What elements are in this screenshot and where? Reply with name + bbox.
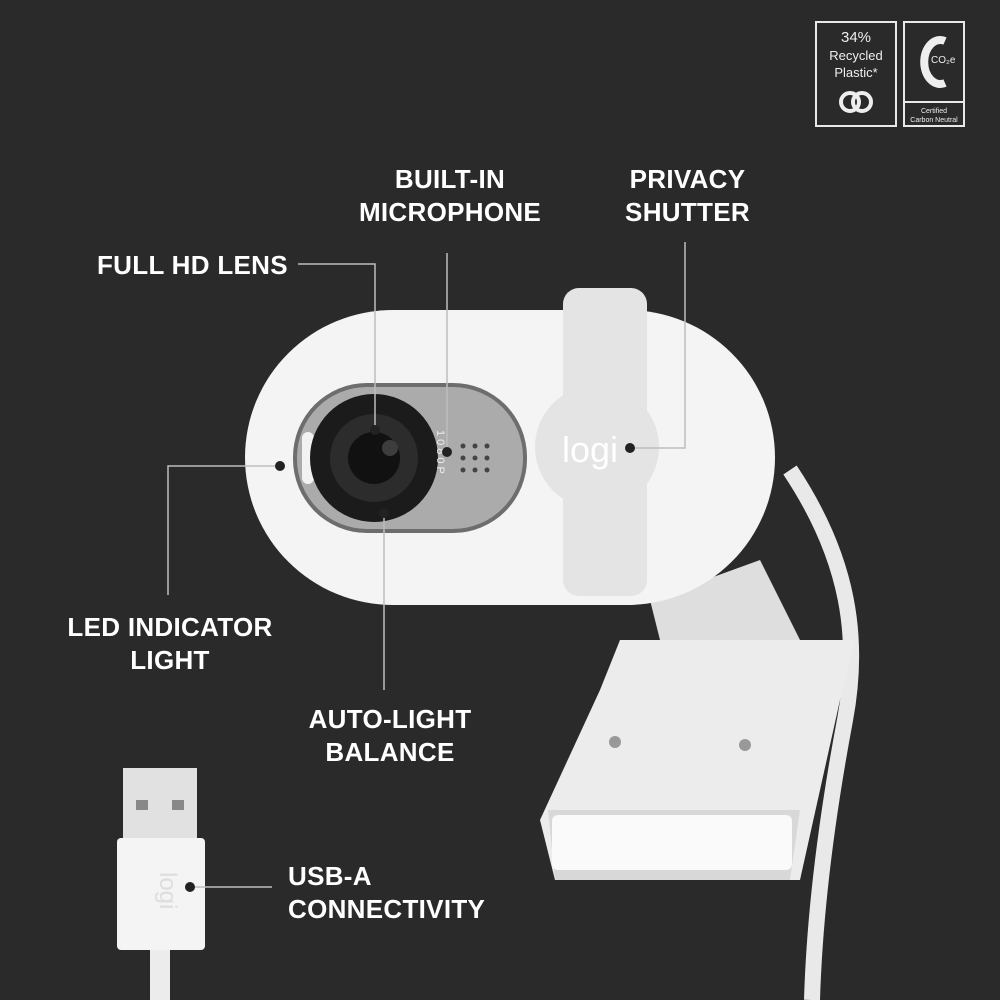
callout-line: BUILT-IN: [394, 164, 506, 194]
badge-text: Certified: [920, 108, 948, 115]
co2e-text: CO₂e: [931, 55, 956, 66]
resolution-mark: 1080P: [434, 430, 446, 477]
callout-lines: [167, 242, 686, 888]
usb-logi-logo: logi: [154, 872, 181, 909]
badge-text: Recycled: [829, 48, 883, 63]
stand-hinge: [650, 560, 800, 640]
badge-text: Carbon Neutral: [910, 117, 958, 124]
callout-dots: [185, 425, 635, 892]
callout-led-indicator: LED INDICATOR LIGHT: [55, 611, 285, 677]
usb-connector: [123, 768, 197, 840]
led-indicator: [302, 432, 314, 484]
logi-logo: logi: [562, 429, 618, 470]
callout-line: CONNECTIVITY: [288, 894, 486, 924]
usb-body: [117, 838, 205, 950]
badge-text: 34%: [840, 29, 872, 46]
callout-line: MICROPHONE: [358, 197, 542, 227]
callout-line: PRIVACY: [629, 164, 746, 194]
carbon-icon: CO₂e: [905, 23, 963, 103]
callout-auto-light: AUTO-LIGHT BALANCE: [290, 703, 490, 769]
callout-line: SHUTTER: [625, 197, 750, 227]
badge-text: Plastic*: [834, 65, 878, 80]
callout-line: AUTO-LIGHT: [308, 704, 472, 734]
cable: [783, 465, 860, 1000]
carbon-neutral-badge: CO₂e Certified Carbon Neutral: [903, 21, 965, 127]
recycled-plastic-badge: 34% Recycled Plastic*: [815, 21, 897, 127]
callout-full-hd-lens: FULL HD LENS: [97, 250, 288, 280]
recycle-icon: [839, 91, 873, 113]
microphone-holes: [460, 443, 490, 473]
callout-line: LIGHT: [130, 645, 210, 675]
callout-usb: USB-A CONNECTIVITY: [288, 860, 485, 926]
callout-microphone: BUILT-IN MICROPHONE: [340, 163, 560, 229]
callout-line: BALANCE: [325, 737, 455, 767]
callout-line: USB-A: [288, 861, 372, 891]
c-arrow-icon: [920, 36, 947, 88]
callout-privacy-shutter: PRIVACY SHUTTER: [600, 163, 775, 229]
callout-line: LED INDICATOR: [67, 612, 273, 642]
